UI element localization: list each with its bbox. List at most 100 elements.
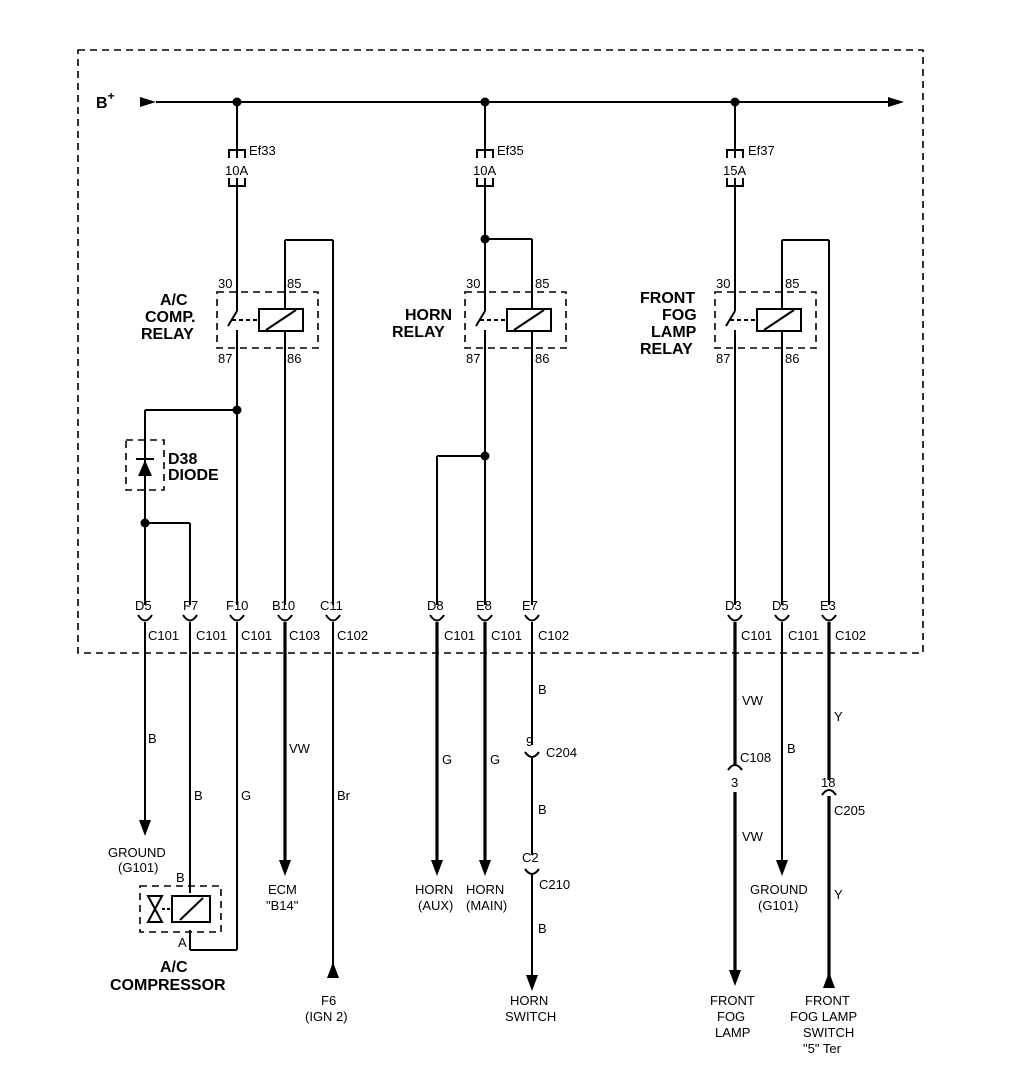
- c108-connector-icon: [727, 764, 743, 771]
- c204-connector-icon: [524, 751, 540, 758]
- svg-text:C101: C101: [741, 628, 772, 643]
- fog-relay-name-4: RELAY: [640, 341, 693, 358]
- wire-color-e7-upper: B: [538, 682, 547, 697]
- wire-color-f7: B: [194, 788, 203, 803]
- ac-relay-pin85: 85: [287, 276, 301, 291]
- ac-relay-pin87: 87: [218, 351, 232, 366]
- svg-text:B+: B+: [96, 89, 115, 112]
- horn-aux-label-1: HORN: [415, 882, 453, 897]
- ecm-arrow-icon: [279, 860, 291, 876]
- ac-relay-name-3: RELAY: [141, 326, 194, 343]
- wire-color-d5-left: B: [148, 731, 157, 746]
- horn-main-label-2: (MAIN): [466, 898, 507, 913]
- wire-color-e3-upper: Y: [834, 709, 843, 724]
- ac-circuit: Ef33 10A 30 85 87 86 A/C COMP. RELAY D38…: [125, 102, 334, 605]
- wire-color-c11: Br: [337, 788, 351, 803]
- fog-relay-name-3: LAMP: [651, 324, 697, 341]
- fuse-ef37-icon: [726, 149, 744, 187]
- fog-relay-pin87: 87: [716, 351, 730, 366]
- fog-relay-switch-icon: [725, 310, 736, 327]
- f6-label-1: F6: [321, 993, 336, 1008]
- horn-relay-name-1: HORN: [405, 307, 452, 324]
- supply-label: B: [96, 95, 108, 112]
- compressor-outline: [139, 885, 222, 933]
- f6-label-2: (IGN 2): [305, 1009, 348, 1024]
- ecm-label-2: "B14": [266, 898, 299, 913]
- c108-pin: 3: [731, 775, 738, 790]
- terminal-e8: E8 C101: [476, 598, 522, 643]
- ground-right-label-2: (G101): [758, 898, 798, 913]
- fog-switch-label-2: FOG LAMP: [790, 1009, 857, 1024]
- wire-color-b10: VW: [289, 741, 311, 756]
- svg-text:D5: D5: [772, 598, 789, 613]
- svg-text:C102: C102: [538, 628, 569, 643]
- supply-superscript: +: [108, 89, 115, 103]
- svg-text:C101: C101: [788, 628, 819, 643]
- fog-switch-label-1: FRONT: [805, 993, 850, 1008]
- terminal-b10: B10 C103: [272, 598, 320, 643]
- horn-main-label-1: HORN: [466, 882, 504, 897]
- fuse-ef33-rating: 10A: [225, 163, 248, 178]
- supply-bus: B+: [96, 89, 904, 112]
- svg-text:C103: C103: [289, 628, 320, 643]
- fuse-ef37-rating: 15A: [723, 163, 746, 178]
- horn-relay-pin30: 30: [466, 276, 480, 291]
- c210-name: C210: [539, 877, 570, 892]
- horn-switch-label-2: SWITCH: [505, 1009, 556, 1024]
- ground-left-label-1: GROUND: [108, 845, 166, 860]
- fog-switch-arrow-icon: [823, 972, 835, 988]
- svg-text:C101: C101: [444, 628, 475, 643]
- fog-lamp-label-2: FOG: [717, 1009, 745, 1024]
- fog-relay-outline: [714, 291, 817, 349]
- supply-arrow-in-icon: [140, 97, 156, 107]
- wire-color-e3-lower: Y: [834, 887, 843, 902]
- svg-text:C101: C101: [491, 628, 522, 643]
- svg-text:C11: C11: [320, 598, 343, 613]
- c205-name: C205: [834, 803, 865, 818]
- wire-color-e8: G: [490, 752, 500, 767]
- ac-relay-outline: [216, 291, 319, 349]
- c210-connector-icon: [524, 868, 540, 875]
- horn-switch-label-1: HORN: [510, 993, 548, 1008]
- c204-pin: 9: [526, 734, 533, 749]
- wire-color-e7-mid: B: [538, 802, 547, 817]
- fog-switch-label-4: "5" Ter: [803, 1041, 842, 1056]
- ac-relay-coil-icon: [258, 308, 304, 332]
- compressor-name-2: COMPRESSOR: [110, 977, 226, 994]
- horn-relay-outline: [464, 291, 567, 349]
- fog-relay-name-2: FOG: [662, 307, 697, 324]
- fog-switch-label-3: SWITCH: [803, 1025, 854, 1040]
- horn-switch-arrow-icon: [526, 975, 538, 991]
- svg-text:C102: C102: [835, 628, 866, 643]
- terminal-row: D5 C101 F7 C101 F10 C101 B10 C103 C11 C1…: [135, 598, 866, 643]
- svg-text:F7: F7: [183, 598, 198, 613]
- horn-relay-pin86: 86: [535, 351, 549, 366]
- svg-text:E3: E3: [820, 598, 836, 613]
- horn-relay-switch-icon: [475, 310, 486, 327]
- ground-right-arrow-icon: [776, 860, 788, 876]
- wire-color-d3-lower: VW: [742, 829, 764, 844]
- fuse-ef35-icon: [476, 149, 494, 187]
- terminal-d3: D3 C101: [725, 598, 772, 643]
- svg-text:C101: C101: [148, 628, 179, 643]
- fog-lamp-label-1: FRONT: [710, 993, 755, 1008]
- c204-name: C204: [546, 745, 577, 760]
- horn-relay-pin87: 87: [466, 351, 480, 366]
- fog-relay-pin86: 86: [785, 351, 799, 366]
- terminal-f10: F10 C101: [226, 598, 272, 643]
- svg-text:D3: D3: [725, 598, 742, 613]
- fuse-ef37-name: Ef37: [748, 143, 775, 158]
- horn-circuit: Ef35 10A 30 85 87 86 HORN RELAY: [392, 102, 567, 605]
- svg-text:C101: C101: [196, 628, 227, 643]
- fog-relay-pin85: 85: [785, 276, 799, 291]
- ground-left-arrow-icon: [139, 820, 151, 836]
- f6-arrow-icon: [327, 962, 339, 978]
- svg-text:B10: B10: [272, 598, 295, 613]
- ac-compressor: B A A/C COMPRESSOR: [110, 870, 226, 994]
- fuse-box-outline: [77, 49, 924, 654]
- fuse-ef35-name: Ef35: [497, 143, 524, 158]
- terminal-e7: E7 C102: [522, 598, 569, 643]
- svg-text:D5: D5: [135, 598, 152, 613]
- supply-arrow-out-icon: [888, 97, 904, 107]
